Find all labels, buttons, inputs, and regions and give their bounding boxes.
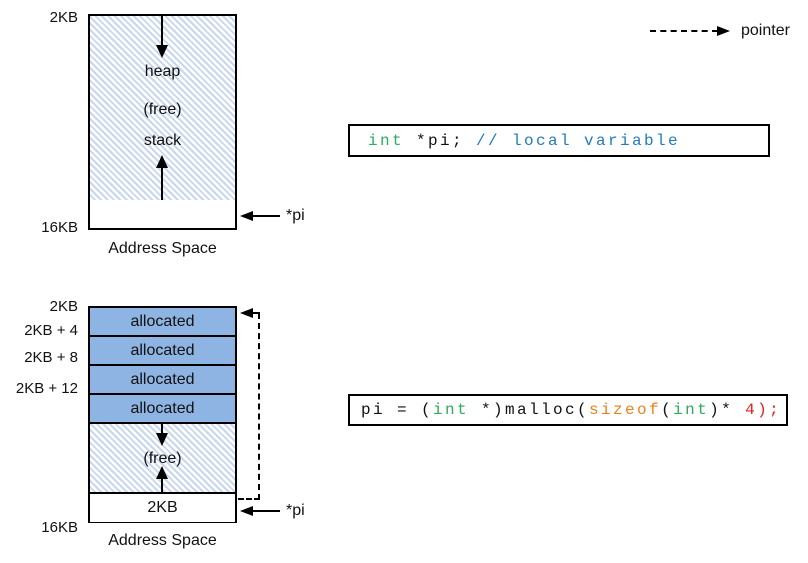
code2-plain2: *)malloc( (469, 401, 590, 419)
address-space-rect-after: allocated allocated allocated allocated … (88, 306, 237, 523)
legend-pointer-label: pointer (741, 22, 790, 39)
address-space-caption-before: Address Space (108, 240, 217, 257)
stack-arrow-up-icon (156, 155, 168, 168)
free-arrow-up-line (161, 478, 163, 492)
address-label-2kb-8: 2KB + 8 (24, 349, 78, 366)
stack-label: stack (143, 132, 182, 149)
pointer-path-vertical-segment (258, 313, 260, 500)
pi-arrow-line-after (250, 510, 280, 512)
heap-stack-hatched-region: heap (free) stack (90, 16, 235, 202)
legend-arrow-right-icon (717, 26, 730, 36)
allocated-block-2: allocated (90, 337, 235, 366)
legend-dashed-line (650, 30, 718, 32)
pi-arrow-left-icon-after (240, 506, 253, 516)
unused-bottom-region (90, 200, 235, 228)
pointer-path-bottom-segment (238, 498, 260, 500)
heap-label: heap (144, 63, 181, 80)
code2-keyword-int-2: int (673, 401, 710, 419)
free-arrow-down-line (161, 424, 163, 434)
free-label: (free) (143, 101, 182, 118)
address-label-16kb: 16KB (41, 519, 78, 536)
pi-arrow-left-icon-before (240, 211, 253, 221)
allocated-block-4: allocated (90, 395, 235, 424)
free-hatched-region: (free) (90, 424, 235, 494)
pi-pointer-label-after: *pi (286, 502, 305, 519)
base-pointer-block: 2KB (90, 494, 235, 522)
allocated-block-3: allocated (90, 366, 235, 395)
code2-builtin-sizeof: sizeof (589, 401, 662, 419)
pointer-path-top-segment (251, 312, 260, 314)
address-space-rect-before: heap (free) stack (88, 14, 237, 230)
free-arrow-down-icon (156, 433, 168, 446)
pi-pointer-label-before: *pi (286, 207, 305, 224)
code-box-declaration: int *pi; // local variable (348, 124, 770, 157)
address-label-2kb-top: 2KB (49, 9, 78, 26)
code2-plain3: ( (661, 401, 674, 419)
free-arrow-up-icon (156, 466, 168, 479)
stack-arrow-line (161, 167, 163, 200)
allocated-block-1: allocated (90, 308, 235, 337)
free-label-after: (free) (143, 450, 182, 467)
code-box-malloc: pi = (int *)malloc(sizeof(int)* 4); (348, 394, 788, 426)
code2-number-4: 4); (745, 401, 782, 419)
address-label-2kb: 2KB (49, 298, 78, 315)
address-label-16kb-top-diagram: 16KB (41, 219, 78, 236)
pointer-path-arrow-left-icon (240, 308, 253, 318)
code1-comment: // local variable (476, 131, 681, 150)
pi-arrow-line-before (250, 215, 280, 217)
address-label-2kb-12: 2KB + 12 (15, 380, 78, 397)
code1-keyword-int: int (368, 131, 405, 150)
code2-keyword-int-1: int (433, 401, 470, 419)
heap-arrow-down-icon (156, 45, 168, 58)
code1-plain: *pi; (404, 131, 477, 150)
code2-plain4: )* (709, 401, 746, 419)
code2-plain1: pi = ( (361, 401, 434, 419)
address-space-caption-after: Address Space (108, 532, 217, 549)
heap-arrow-line (161, 16, 163, 46)
address-label-2kb-4: 2KB + 4 (24, 322, 78, 339)
